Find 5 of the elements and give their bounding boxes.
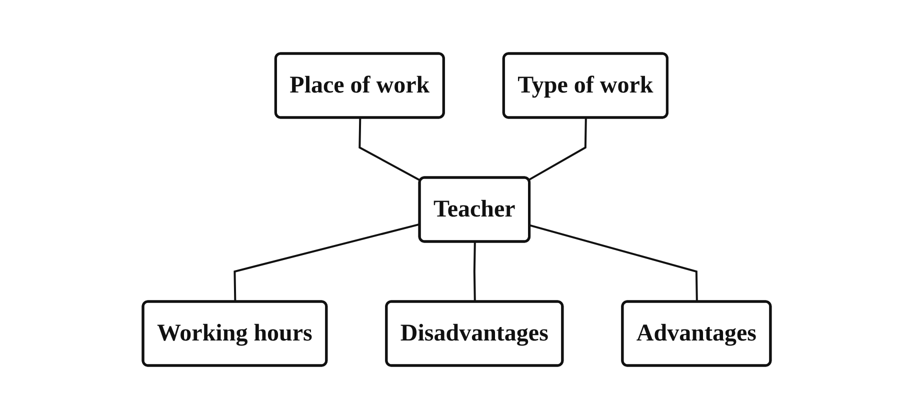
- connector: [528, 118, 587, 181]
- connector: [358, 118, 421, 182]
- connector: [529, 224, 698, 302]
- connector: [233, 223, 420, 302]
- connector: [473, 242, 476, 302]
